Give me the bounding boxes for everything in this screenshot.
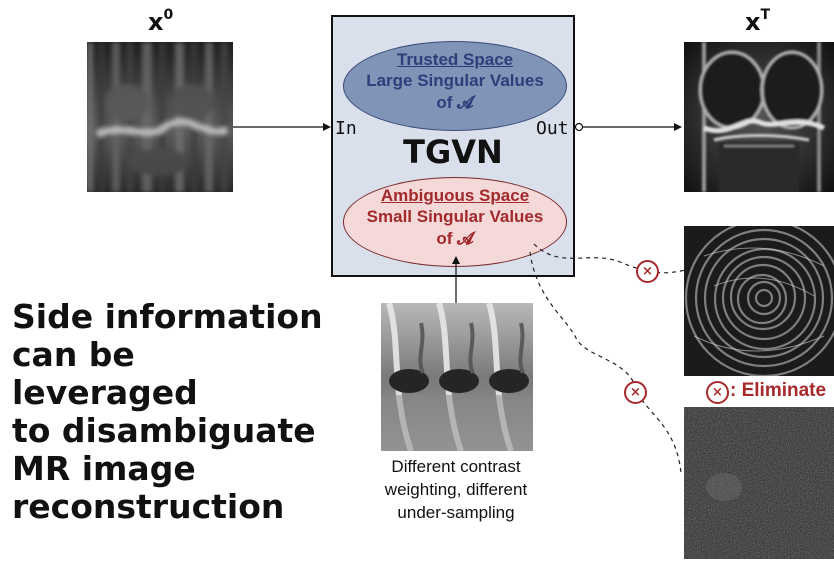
side-info-arrow <box>452 256 460 306</box>
side-caption-line1: Different contrast <box>391 457 521 476</box>
eliminate-icon-spiral: × <box>636 260 659 283</box>
tgvn-title: TGVN <box>403 133 503 171</box>
side-caption-line3: under-sampling <box>397 503 515 522</box>
out-port-label: Out <box>536 118 569 139</box>
output-label: xT <box>745 7 771 36</box>
input-label-base: x <box>148 8 164 36</box>
eliminate-legend-icon: × <box>706 381 729 404</box>
statement-line5: reconstruction <box>12 487 285 526</box>
ambiguous-space-line1: Small Singular Values <box>366 207 544 226</box>
input-label-sup: 0 <box>163 7 174 23</box>
output-arrow <box>574 122 682 132</box>
side-info-caption: Different contrast weighting, different … <box>358 455 554 524</box>
side-caption-line2: weighting, different <box>384 480 528 499</box>
input-mri-image <box>87 42 233 192</box>
in-port-label: In <box>335 118 357 139</box>
eliminate-legend-label: : Eliminate <box>730 380 827 401</box>
side-info-mri-image <box>381 303 533 451</box>
output-label-base: x <box>745 8 761 36</box>
spiral-artifact-image <box>684 226 834 376</box>
statement-line1: Side information <box>12 297 323 336</box>
trusted-space-title: Trusted Space <box>396 50 514 69</box>
trusted-space-ellipse: Trusted Space Large Singular Values of 𝓐 <box>343 41 567 131</box>
input-label: x0 <box>148 7 174 36</box>
noise-artifact-image <box>684 407 834 559</box>
ambiguous-space-title: Ambiguous Space <box>380 186 530 205</box>
side-info-statement: Side information can be leveraged to dis… <box>12 298 332 526</box>
tgvn-module: Trusted Space Large Singular Values of 𝓐… <box>331 15 575 277</box>
dashed-link-noise <box>529 251 682 474</box>
statement-line4: MR image <box>12 449 196 488</box>
output-mri-image <box>684 42 834 192</box>
trusted-space-line2: of 𝓐 <box>436 93 474 112</box>
dashed-link-spiral <box>533 243 686 274</box>
output-label-sup: T <box>760 7 771 23</box>
ambiguous-space-line2: of 𝓐 <box>436 229 474 248</box>
input-arrow <box>233 123 331 131</box>
statement-line2: can be leveraged <box>12 335 198 412</box>
eliminate-icon-noise: × <box>624 381 647 404</box>
trusted-space-line1: Large Singular Values <box>366 71 544 90</box>
statement-line3: to disambiguate <box>12 411 316 450</box>
ambiguous-space-ellipse: Ambiguous Space Small Singular Values of… <box>343 177 567 267</box>
